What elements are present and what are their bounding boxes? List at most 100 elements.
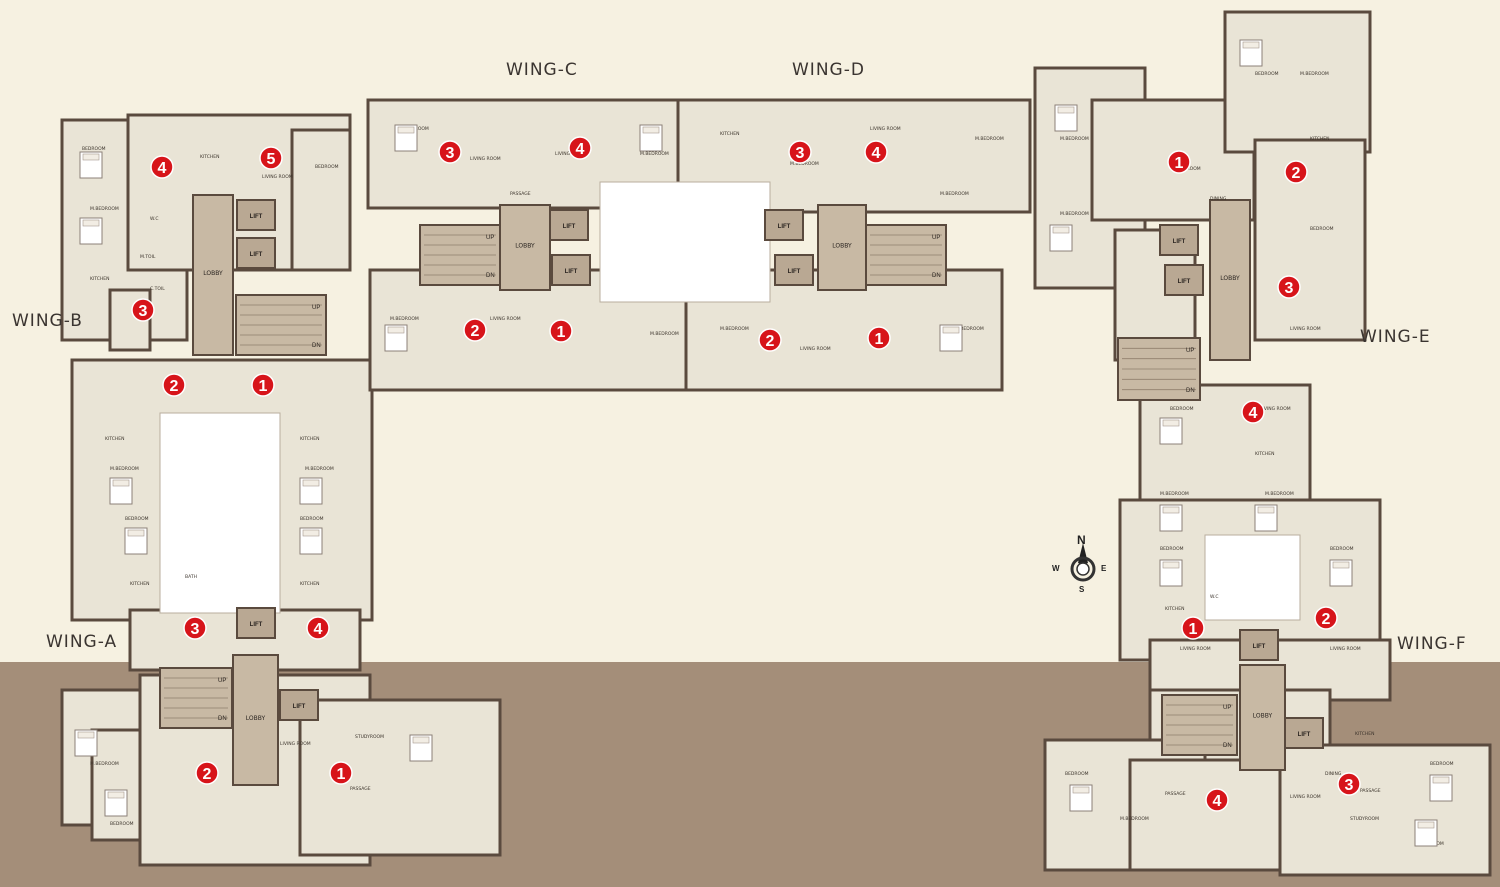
flat-number-badge bbox=[1337, 772, 1361, 796]
room-label: BEDROOM bbox=[1160, 546, 1184, 552]
room-label: KITCHEN bbox=[720, 131, 740, 137]
flat-number: 4 bbox=[1249, 405, 1258, 422]
flat-number-badge bbox=[1241, 400, 1265, 424]
room-label: STUDYROOM bbox=[355, 734, 384, 740]
room-label: KITCHEN bbox=[200, 154, 220, 160]
bed-pillow bbox=[1332, 561, 1350, 569]
room-label: LIVING ROOM bbox=[1290, 326, 1321, 332]
lift-shaft bbox=[1159, 224, 1199, 256]
bed-pillow bbox=[77, 731, 95, 739]
lift-label: LIFT bbox=[1253, 644, 1266, 650]
room-label: BEDROOM bbox=[315, 164, 339, 170]
flat-number-badge bbox=[329, 761, 353, 785]
lift-label: LIFT bbox=[1298, 732, 1311, 738]
lobby-wing-a bbox=[232, 654, 279, 786]
room-label: M.BEDROOM bbox=[940, 191, 969, 197]
bed-pillow bbox=[82, 219, 100, 227]
flat-number: 4 bbox=[158, 160, 167, 177]
bed-pillow bbox=[82, 153, 100, 161]
flat-number-badge bbox=[150, 155, 174, 179]
building-block bbox=[298, 698, 502, 857]
room-label: KITCHEN bbox=[1165, 606, 1185, 612]
room-label: BEDROOM bbox=[125, 516, 149, 522]
flat-number-badge bbox=[162, 373, 186, 397]
wing-label: WING-F bbox=[1397, 634, 1467, 654]
lobby-wing-d bbox=[817, 204, 867, 291]
room-label: KITCHEN bbox=[1255, 451, 1275, 457]
room-label: KITCHEN bbox=[300, 581, 320, 587]
stair-up-label: UP bbox=[486, 235, 494, 241]
flat-number: 2 bbox=[170, 378, 179, 395]
wing-label: WING-D bbox=[792, 60, 865, 80]
bed-pillow bbox=[1257, 506, 1275, 514]
flat-number: 1 bbox=[1175, 155, 1184, 172]
lobby-wing-c-d bbox=[499, 204, 551, 291]
lift-shaft bbox=[236, 237, 276, 269]
room-label: KITCHEN bbox=[1310, 136, 1330, 142]
bed-pillow bbox=[1057, 106, 1075, 114]
lift-shaft bbox=[551, 254, 591, 286]
room-label: M.BEDROOM bbox=[955, 326, 984, 332]
flat-number: 3 bbox=[446, 145, 455, 162]
bed-pillow bbox=[1162, 506, 1180, 514]
room-label: BEDROOM bbox=[1065, 771, 1089, 777]
room-label: M.BEDROOM bbox=[790, 161, 819, 167]
stair-down-label: DN bbox=[218, 716, 227, 722]
lobby-wing-f bbox=[1239, 664, 1286, 771]
room-label: M.BEDROOM bbox=[1265, 491, 1294, 497]
flat-number: 2 bbox=[203, 766, 212, 783]
flat-number-badge bbox=[1314, 606, 1338, 630]
room-label: M.BEDROOM bbox=[1160, 491, 1189, 497]
flat-number-badge bbox=[864, 140, 888, 164]
flat-number-badge bbox=[1167, 150, 1191, 174]
room-label: KITCHEN bbox=[90, 276, 110, 282]
flat-number: 4 bbox=[314, 621, 323, 638]
room-label: LIVING ROOM bbox=[262, 174, 293, 180]
flat-number-badge bbox=[1205, 788, 1229, 812]
room-label: M.BEDROOM bbox=[110, 466, 139, 472]
flat-number: 1 bbox=[875, 331, 884, 348]
flat-number-badge bbox=[788, 140, 812, 164]
room-label: M.BEDROOM bbox=[975, 136, 1004, 142]
building-block bbox=[1128, 758, 1302, 872]
room-label: M.BEDROOM bbox=[1120, 816, 1149, 822]
room-label: LIVING ROOM bbox=[1290, 794, 1321, 800]
building-block bbox=[1253, 138, 1367, 342]
courtyard bbox=[599, 181, 771, 303]
bed-pillow bbox=[302, 529, 320, 537]
room-label: PASSAGE bbox=[350, 786, 371, 792]
bed-pillow bbox=[412, 736, 430, 744]
stair-up-label: UP bbox=[1186, 348, 1194, 354]
room-label: LIVING ROOM bbox=[870, 126, 901, 132]
lobby-label: LOBBY bbox=[1220, 275, 1240, 282]
flat-number: 1 bbox=[337, 766, 346, 783]
lift-shaft bbox=[1284, 717, 1324, 749]
flat-number: 3 bbox=[139, 303, 148, 320]
room-label: BEDROOM bbox=[110, 821, 134, 827]
bed-pillow bbox=[387, 326, 405, 334]
room-label: DINING bbox=[1325, 771, 1342, 777]
flat-number: 4 bbox=[872, 145, 881, 162]
room-label: M.BEDROOM bbox=[390, 316, 419, 322]
flat-number: 4 bbox=[1213, 793, 1222, 810]
stair-down-label: DN bbox=[932, 273, 941, 279]
stair-up-label: UP bbox=[312, 305, 320, 311]
room-label: C.TOIL bbox=[150, 286, 165, 292]
lift-label: LIFT bbox=[293, 704, 306, 710]
room-label: LIVING ROOM bbox=[800, 346, 831, 352]
lift-label: LIFT bbox=[563, 224, 576, 230]
room-label: LIVING ROOM bbox=[280, 741, 311, 747]
lift-shaft bbox=[1164, 264, 1204, 296]
compass-icon bbox=[1070, 543, 1096, 582]
lobby-label: LOBBY bbox=[1253, 713, 1273, 720]
flat-number-badge bbox=[259, 146, 283, 170]
wing-label: WING-A bbox=[46, 632, 118, 652]
flat-number-badge bbox=[131, 298, 155, 322]
lift-label: LIFT bbox=[250, 214, 263, 220]
lobby-wing-b bbox=[192, 194, 234, 356]
flat-number: 2 bbox=[1322, 611, 1331, 628]
bed-pillow bbox=[1417, 821, 1435, 829]
lift-label: LIFT bbox=[788, 269, 801, 275]
room-label: M.TOIL bbox=[140, 254, 156, 260]
flat-number-badge bbox=[568, 136, 592, 160]
